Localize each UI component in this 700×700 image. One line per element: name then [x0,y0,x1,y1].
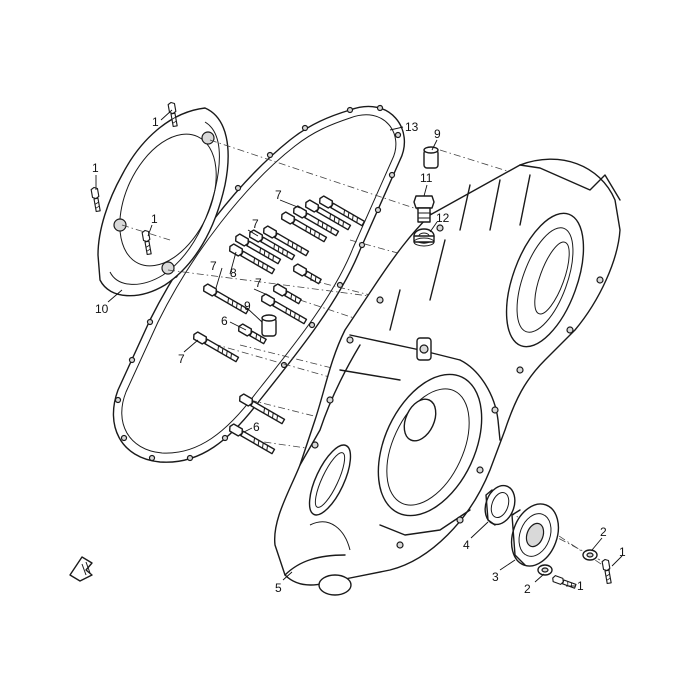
callout-7-lower: 7 [178,352,185,366]
leader-lines [95,109,623,587]
callout-7-left: 7 [210,259,217,273]
callout-9-upper: 9 [434,127,441,141]
callout-9-lower: 9 [244,299,251,313]
oil-fitting [413,195,435,223]
callout-8: 8 [230,266,237,280]
callout-6-lower: 6 [253,420,260,434]
callout-2-lower: 2 [524,582,531,596]
callout-7-mid: 7 [255,276,262,290]
callout-1-right: 1 [619,545,626,559]
bearing [510,503,560,567]
callout-1-top: 1 [152,115,159,129]
dowel-pin-lower [261,314,277,337]
crankcase-cover [274,158,621,596]
callout-3: 3 [492,570,499,584]
callout-5: 5 [275,581,282,595]
callout-labels: 1 1 1 10 13 9 11 12 7 7 8 7 7 9 6 7 6 5 … [92,115,626,596]
inspection-cover [97,107,229,297]
callout-7-top: 7 [275,188,282,202]
callout-2-right: 2 [600,525,607,539]
callout-1-left: 1 [92,161,99,175]
sealing-washer [413,228,435,247]
small-washers [537,549,598,576]
callout-4: 4 [463,538,470,552]
front-direction-arrow-icon [69,556,93,582]
callout-1-lower: 1 [577,579,584,593]
callout-13: 13 [405,120,419,134]
callout-1-mid: 1 [151,212,158,226]
callout-12: 12 [436,211,450,225]
callout-6-upper: 6 [221,314,228,328]
oil-seal [484,484,516,526]
callout-10: 10 [95,302,109,316]
dowel-pin-upper [423,146,439,169]
callout-11: 11 [420,171,433,185]
callout-7-upper-left: 7 [252,217,259,231]
